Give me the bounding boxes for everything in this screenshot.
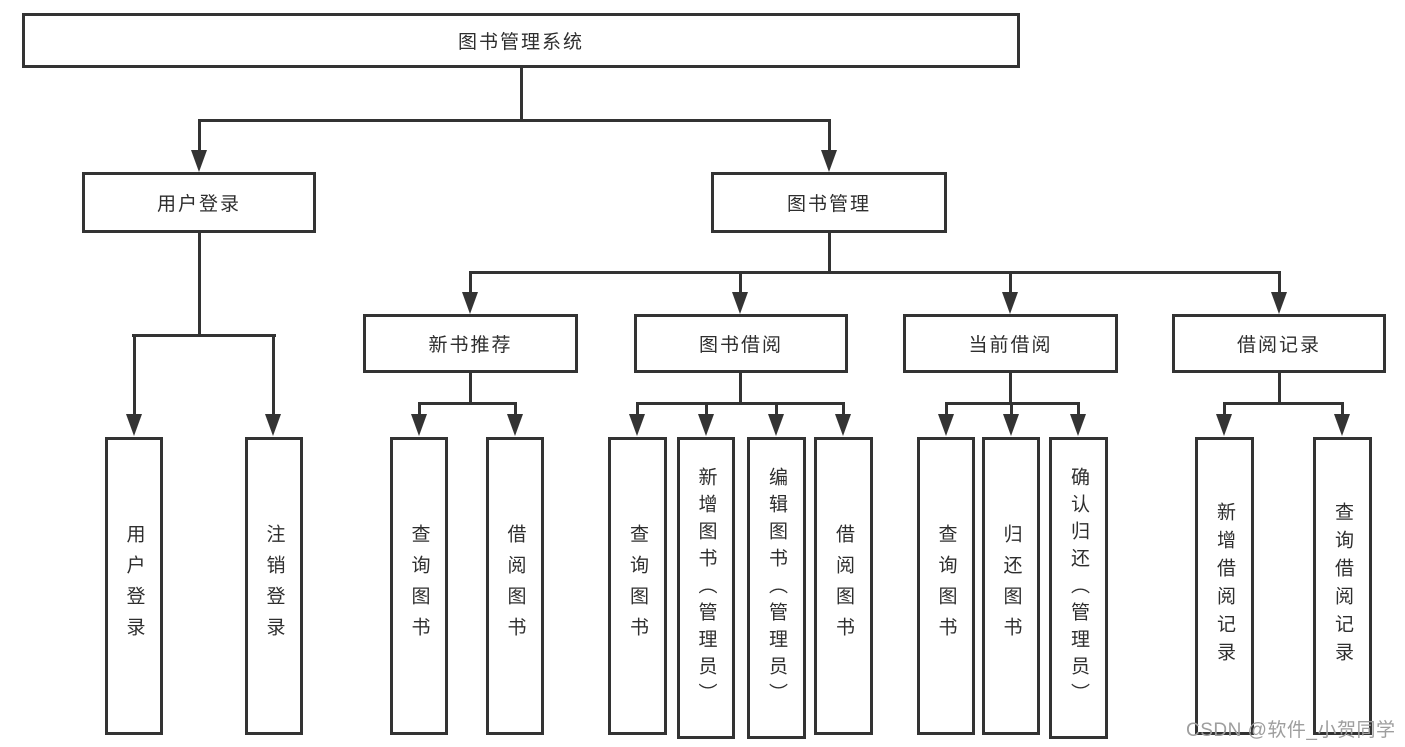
connector-new-book-drop-1: [418, 404, 421, 416]
leaf-add-book-admin-label: 新增图书（管理员）: [695, 466, 717, 710]
arrowhead-to-user-login: [191, 150, 207, 172]
connector-book-mgmt-stem: [828, 233, 831, 273]
arrowhead-to-leaf-add-borrow-record: [1216, 414, 1232, 436]
connector-book-borrow-bar: [636, 402, 845, 405]
connector-book-borrow-stem: [739, 373, 742, 404]
node-user-login: 用户登录: [82, 172, 316, 233]
leaf-user-login: 用户登录: [105, 437, 163, 735]
leaf-edit-book-admin-label: 编辑图书（管理员）: [766, 466, 787, 710]
connector-borrow-record-stem: [1278, 373, 1281, 404]
connector-book-borrow-drop-3: [775, 404, 778, 416]
node-book-management: 图书管理: [711, 172, 947, 233]
arrowhead-to-book-management: [821, 150, 837, 172]
arrowhead-to-leaf-query-book-current: [938, 414, 954, 436]
connector-book-mgmt-drop-1: [469, 273, 472, 294]
csdn-watermark: CSDN @软件_小贺同学: [1186, 720, 1396, 741]
leaf-return-book: 归还图书: [982, 437, 1040, 735]
arrowhead-to-borrow-record: [1271, 292, 1287, 314]
leaf-edit-book-admin: 编辑图书（管理员）: [747, 437, 806, 739]
connector-user-login-drop-1: [133, 336, 136, 416]
connector-current-borrow-bar: [945, 402, 1080, 405]
connector-user-login-bar: [132, 334, 276, 337]
node-book-management-label: 图书管理: [786, 194, 871, 215]
leaf-add-borrow-record-label: 新增借阅记录: [1214, 502, 1235, 670]
leaf-borrow-book-label: 借阅图书: [833, 524, 854, 648]
arrowhead-to-new-book-recommend: [462, 292, 478, 314]
node-borrow-record: 借阅记录: [1172, 314, 1386, 373]
connector-root-drop-right: [828, 121, 831, 152]
node-current-borrow: 当前借阅: [903, 314, 1118, 373]
leaf-borrow-book-recommend: 借阅图书: [486, 437, 544, 735]
arrowhead-to-leaf-edit-book: [768, 414, 784, 436]
connector-new-book-drop-2: [514, 404, 517, 416]
arrowhead-to-leaf-confirm-return: [1070, 414, 1086, 436]
node-user-login-label: 用户登录: [156, 194, 241, 215]
arrowhead-to-leaf-query-book-borrow: [629, 414, 645, 436]
node-book-borrow: 图书借阅: [634, 314, 848, 373]
arrowhead-to-book-borrow: [732, 292, 748, 314]
arrowhead-to-leaf-user-login: [126, 414, 142, 436]
leaf-add-borrow-record: 新增借阅记录: [1195, 437, 1254, 735]
node-root-label: 图书管理系统: [457, 32, 584, 53]
arrowhead-to-leaf-borrow-book-recommend: [507, 414, 523, 436]
leaf-return-book-label: 归还图书: [1000, 524, 1022, 648]
connector-user-login-drop-2: [272, 336, 275, 416]
connector-current-borrow-drop-1: [945, 404, 948, 416]
connector-new-book-stem: [469, 373, 472, 404]
node-new-book-recommend: 新书推荐: [363, 314, 578, 373]
node-new-book-recommend-label: 新书推荐: [428, 335, 513, 356]
arrowhead-to-current-borrow: [1002, 292, 1018, 314]
arrowhead-to-leaf-query-book-recommend: [411, 414, 427, 436]
leaf-borrow-book: 借阅图书: [814, 437, 873, 735]
connector-root-drop-left: [198, 121, 201, 152]
leaf-logout-label: 注销登录: [263, 524, 285, 648]
connector-current-borrow-drop-3: [1077, 404, 1080, 416]
arrowhead-to-leaf-query-borrow-record: [1334, 414, 1350, 436]
connector-root-bar: [198, 119, 831, 122]
node-root: 图书管理系统: [22, 13, 1020, 68]
arrowhead-to-leaf-borrow-book: [835, 414, 851, 436]
leaf-query-book-recommend-label: 查询图书: [408, 524, 430, 648]
connector-user-login-stem: [198, 233, 201, 336]
node-borrow-record-label: 借阅记录: [1236, 335, 1321, 356]
leaf-logout: 注销登录: [245, 437, 303, 735]
leaf-query-book-borrow-label: 查询图书: [627, 524, 648, 648]
leaf-confirm-return-admin-label: 确认归还（管理员）: [1068, 466, 1089, 710]
leaf-query-borrow-record-label: 查询借阅记录: [1332, 502, 1353, 670]
connector-book-mgmt-bar: [469, 271, 1281, 274]
connector-current-borrow-stem: [1009, 373, 1012, 404]
leaf-add-book-admin: 新增图书（管理员）: [677, 437, 735, 739]
node-book-borrow-label: 图书借阅: [698, 335, 783, 356]
leaf-user-login-label: 用户登录: [123, 524, 145, 648]
connector-book-borrow-drop-1: [636, 404, 639, 416]
leaf-query-book-recommend: 查询图书: [390, 437, 448, 735]
leaf-confirm-return-admin: 确认归还（管理员）: [1049, 437, 1108, 739]
leaf-query-book-current-label: 查询图书: [935, 524, 957, 648]
leaf-borrow-book-recommend-label: 借阅图书: [504, 524, 526, 648]
node-current-borrow-label: 当前借阅: [968, 335, 1053, 356]
connector-book-mgmt-drop-4: [1278, 273, 1281, 294]
arrowhead-to-leaf-return-book: [1003, 414, 1019, 436]
connector-new-book-bar: [418, 402, 517, 405]
connector-current-borrow-drop-2: [1010, 404, 1013, 416]
arrowhead-to-leaf-add-book: [698, 414, 714, 436]
connector-book-mgmt-drop-2: [739, 273, 742, 294]
leaf-query-book-current: 查询图书: [917, 437, 975, 735]
arrowhead-to-leaf-logout: [265, 414, 281, 436]
connector-book-borrow-drop-4: [842, 404, 845, 416]
connector-book-mgmt-drop-3: [1009, 273, 1012, 294]
connector-root-stem: [520, 67, 523, 121]
connector-borrow-record-drop-2: [1341, 404, 1344, 416]
leaf-query-borrow-record: 查询借阅记录: [1313, 437, 1372, 735]
leaf-query-book-borrow: 查询图书: [608, 437, 667, 735]
connector-book-borrow-drop-2: [705, 404, 708, 416]
connector-borrow-record-drop-1: [1223, 404, 1226, 416]
connector-borrow-record-bar: [1223, 402, 1344, 405]
